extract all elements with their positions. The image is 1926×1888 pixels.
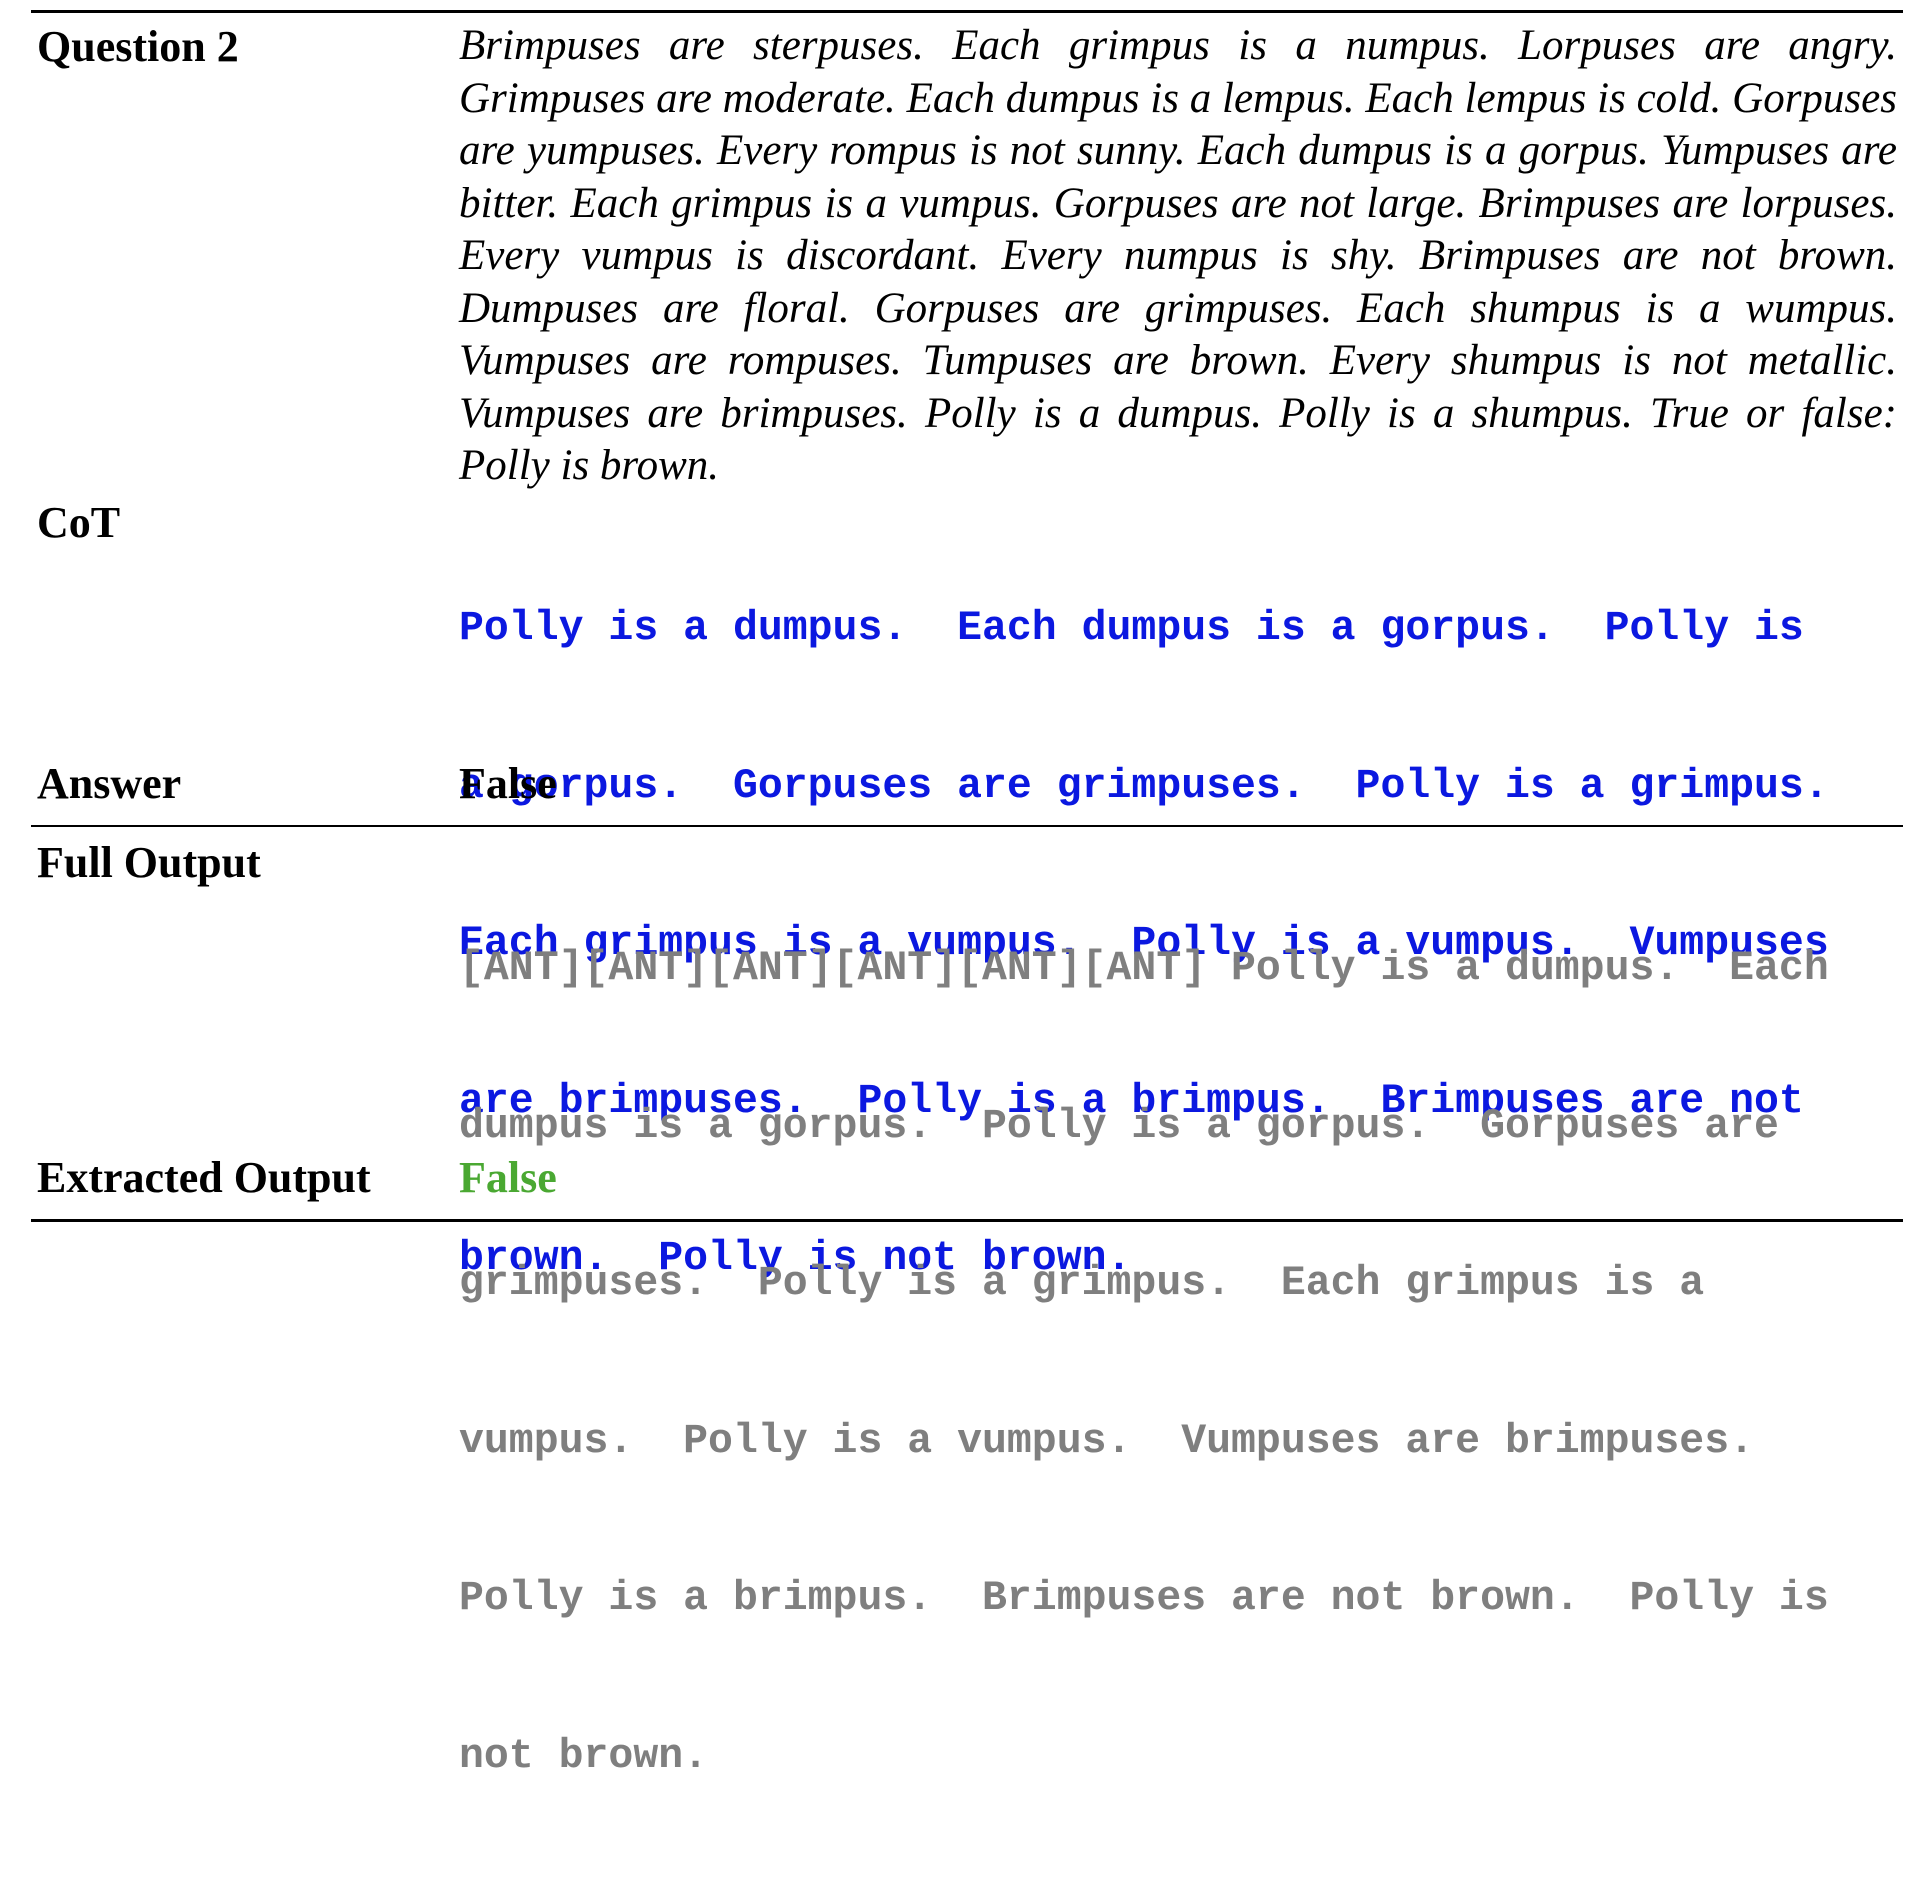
extracted-output-label: Extracted Output xyxy=(37,1153,371,1202)
full-output-line: vumpus. Polly is a vumpus. Vumpuses are … xyxy=(459,1417,1755,1465)
answer-value: False xyxy=(459,759,557,808)
cot-line: Polly is a dumpus. Each dumpus is a gorp… xyxy=(459,605,1804,652)
full-output-line: grimpuses. Polly is a grimpus. Each grim… xyxy=(459,1260,1705,1307)
cot-line: a gorpus. Gorpuses are grimpuses. Polly … xyxy=(459,762,1829,810)
full-output-line: not brown. xyxy=(459,1732,709,1780)
top-rule xyxy=(31,10,1903,13)
extracted-output-value: False xyxy=(459,1153,557,1202)
middle-rule xyxy=(31,825,1903,827)
question-text: Brimpuses are sterpuses. Each grimpus is… xyxy=(459,22,1897,489)
full-output-line: dumpus is a gorpus. Polly is a gorpus. G… xyxy=(459,1102,1779,1150)
cot-line: are brimpuses. Polly is a brimpus. Brimp… xyxy=(459,1077,1804,1125)
cot-label: CoT xyxy=(37,498,121,547)
bottom-rule xyxy=(31,1219,1903,1222)
example-table: Question 2 Brimpuses are sterpuses. Each… xyxy=(31,0,1903,1780)
full-output-line: [ANT][ANT][ANT][ANT][ANT][ANT] Polly is … xyxy=(459,945,1829,992)
answer-label: Answer xyxy=(37,759,182,808)
full-output-line: Polly is a brimpus. Brimpuses are not br… xyxy=(459,1575,1829,1622)
full-output-text: [ANT][ANT][ANT][ANT][ANT][ANT] Polly is … xyxy=(459,838,1897,1888)
question-label: Question 2 xyxy=(37,22,239,71)
full-output-label: Full Output xyxy=(37,838,261,887)
cot-line: Each grimpus is a vumpus. Polly is a vum… xyxy=(459,920,1829,967)
